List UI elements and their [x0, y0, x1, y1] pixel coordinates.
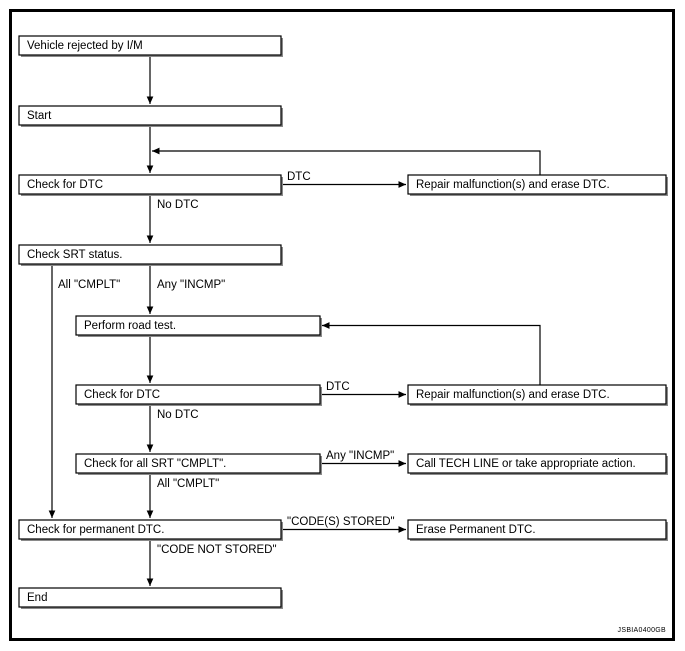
process-box-check_srt: Check SRT status. — [18, 244, 283, 266]
process-box-check_all_srt: Check for all SRT "CMPLT". — [75, 453, 322, 475]
box-label: Vehicle rejected by I/M — [27, 40, 143, 52]
process-box-repair_1: Repair malfunction(s) and erase DTC. — [407, 174, 668, 196]
process-box-repair_2: Repair malfunction(s) and erase DTC. — [407, 384, 668, 406]
box-label: End — [27, 592, 47, 604]
box-outline — [18, 587, 282, 608]
box-outline — [75, 384, 321, 405]
box-label: Check for permanent DTC. — [27, 524, 164, 536]
process-box-check_dtc_2: Check for DTC — [75, 384, 322, 406]
connector-e_repair2_feedback — [322, 322, 541, 385]
process-box-check_perm_dtc: Check for permanent DTC. — [18, 519, 283, 541]
edge-label-lbl_dtc_2: DTC — [326, 381, 350, 393]
box-label: Perform road test. — [84, 320, 176, 332]
edge-label-lbl_codes_stored: "CODE(S) STORED" — [287, 516, 395, 528]
box-outline — [18, 519, 282, 540]
box-label: Call TECH LINE or take appropriate actio… — [416, 458, 636, 470]
connector-e_repair1_feedback — [152, 147, 541, 175]
process-box-check_dtc_1: Check for DTC — [18, 174, 283, 196]
box-outline — [18, 105, 282, 126]
box-outline — [407, 519, 667, 540]
box-outline — [75, 453, 321, 474]
edge-label-lbl_any_incmp_1: Any "INCMP" — [157, 279, 225, 291]
edge-label-lbl_dtc_1: DTC — [287, 171, 311, 183]
edge-label-lbl_no_dtc_2: No DTC — [157, 409, 199, 421]
edge-label-lbl_all_cmplt_2: All "CMPLT" — [157, 478, 219, 490]
box-outline — [18, 35, 282, 56]
edge-label-lbl_code_not_stored: "CODE NOT STORED" — [157, 544, 277, 556]
box-outline — [407, 174, 667, 195]
box-label: Check for DTC — [27, 179, 103, 191]
box-label: Erase Permanent DTC. — [416, 524, 536, 536]
box-outline — [407, 453, 667, 474]
box-label: Check for all SRT "CMPLT". — [84, 458, 226, 470]
box-label: Repair malfunction(s) and erase DTC. — [416, 389, 610, 401]
process-box-start: Start — [18, 105, 283, 127]
edge-label-lbl_no_dtc_1: No DTC — [157, 199, 199, 211]
box-outline — [18, 244, 282, 265]
box-outline — [18, 174, 282, 195]
connector-labels: DTC No DTC All "CMPLT" Any "INCMP" DTC No DTC… — [58, 171, 395, 556]
edge-label-lbl_all_cmplt_1: All "CMPLT" — [58, 279, 120, 291]
figure-id-label: JSBIA0400GB — [618, 627, 666, 634]
box-outline — [75, 315, 321, 336]
box-label: Start — [27, 110, 52, 122]
process-box-vehicle_rejected: Vehicle rejected by I/M — [18, 35, 283, 57]
connector-lines — [48, 55, 541, 586]
box-label: Check SRT status. — [27, 249, 122, 261]
edge-label-lbl_any_incmp_2: Any "INCMP" — [326, 450, 394, 462]
process-box-end: End — [18, 587, 283, 609]
box-outline — [407, 384, 667, 405]
box-label: Repair malfunction(s) and erase DTC. — [416, 179, 610, 191]
box-label: Check for DTC — [84, 389, 160, 401]
process-box-erase_perm: Erase Permanent DTC. — [407, 519, 668, 541]
process-box-road_test: Perform road test. — [75, 315, 322, 337]
process-box-call_tech: Call TECH LINE or take appropriate actio… — [407, 453, 668, 475]
